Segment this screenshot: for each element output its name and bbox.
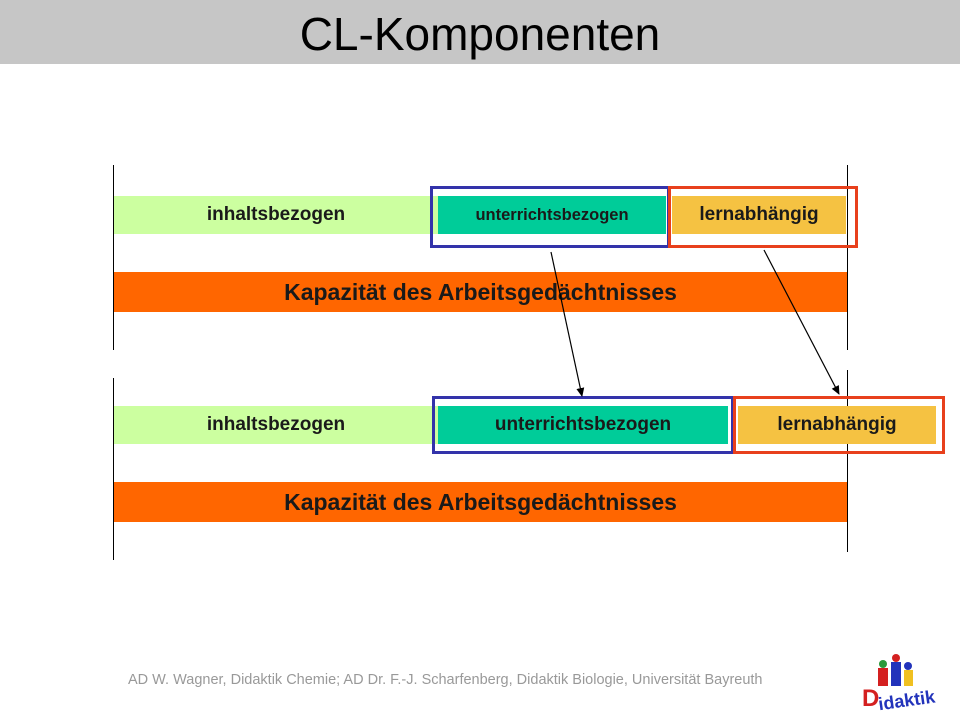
bottom-content-bar: inhaltsbezogen: [114, 406, 438, 444]
top-learning-frame: [668, 186, 858, 248]
svg-text:idaktik: idaktik: [877, 686, 937, 714]
bottom-learning-frame: [733, 396, 945, 454]
bottom-capacity-bar: Kapazität des Arbeitsgedächtnisses: [114, 482, 847, 522]
top-capacity-bar: Kapazität des Arbeitsgedächtnisses: [114, 272, 847, 312]
instruction-arrow: [550, 251, 585, 397]
bottom-instruction-bar: unterrichtsbezogen: [438, 406, 728, 444]
top-right-boundary: [847, 165, 848, 350]
top-learning-label: lernabhängig: [699, 204, 819, 225]
bottom-learning-label: lernabhängig: [777, 414, 897, 435]
bottom-capacity-label: Kapazität des Arbeitsgedächtnisses: [284, 488, 677, 515]
top-instruction-bar: unterrichtsbezogen: [438, 196, 666, 234]
bottom-left-boundary: [113, 378, 114, 560]
title-bar: [0, 0, 960, 64]
bottom-instruction-label: unterrichtsbezogen: [494, 414, 672, 435]
top-left-boundary: [113, 165, 114, 350]
slide-title: CL-Komponenten: [299, 8, 661, 60]
bottom-instruction-frame: [432, 396, 734, 454]
top-capacity-label: Kapazität des Arbeitsgedächtnisses: [284, 278, 677, 305]
footer-credits: AD W. Wagner, Didaktik Chemie; AD Dr. F.…: [128, 672, 763, 688]
top-learning-bar: lernabhängig: [672, 196, 846, 234]
bottom-learning-bar: lernabhängig: [738, 406, 936, 444]
bottom-content-label: inhaltsbezogen: [206, 414, 346, 435]
bottom-right-boundary: [847, 370, 848, 552]
top-instruction-label: unterrichtsbezogen: [475, 205, 629, 224]
learning-arrow: [763, 249, 840, 395]
top-content-label: inhaltsbezogen: [206, 204, 346, 225]
top-content-bar: inhaltsbezogen: [114, 196, 438, 234]
svg-text:D: D: [862, 685, 879, 712]
